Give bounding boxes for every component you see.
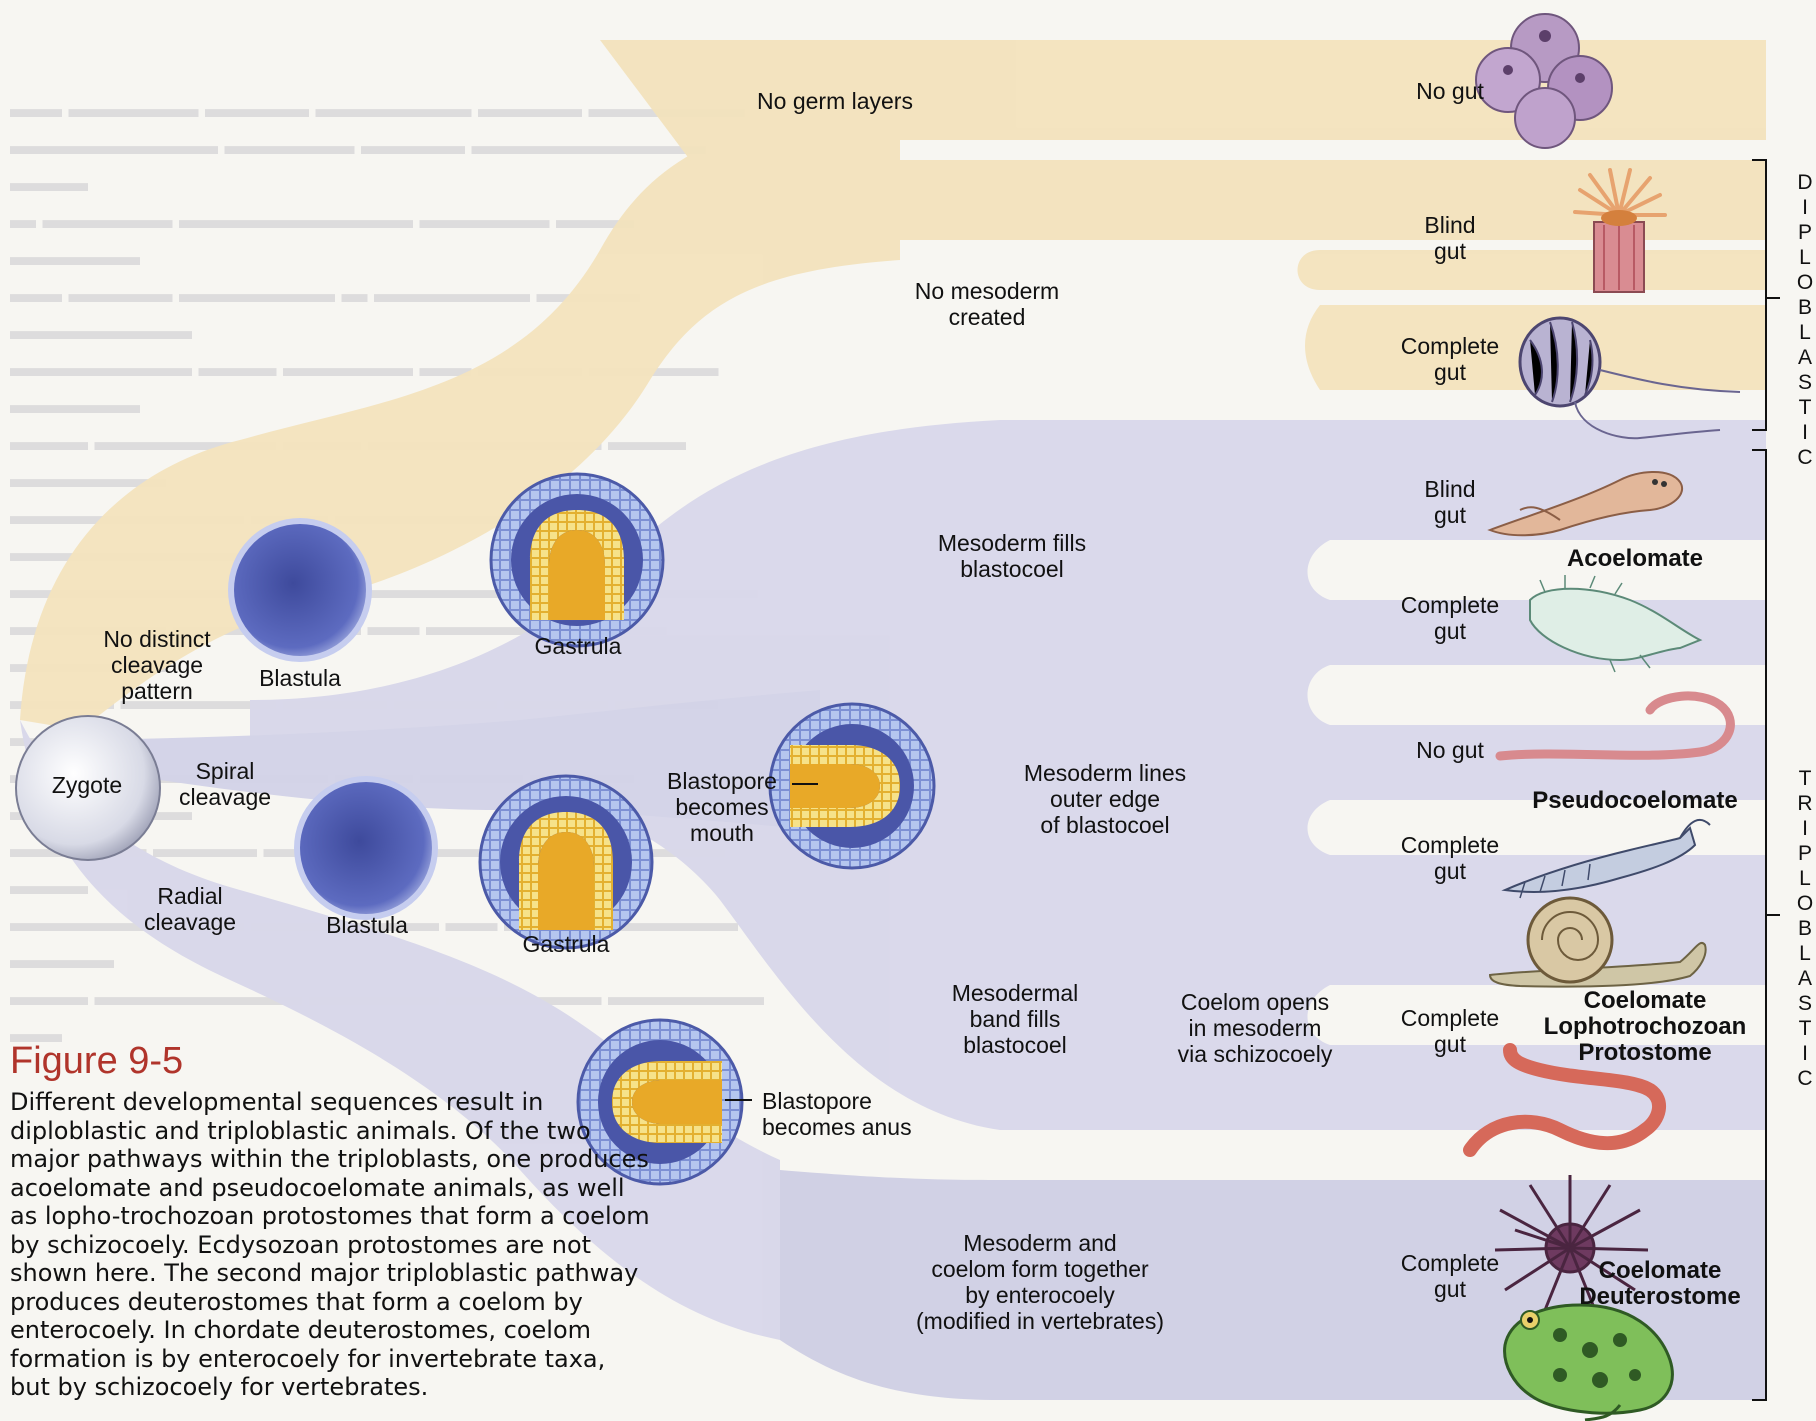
acoelomate-label: Acoelomate	[1540, 546, 1730, 572]
blastula-top-label: Blastula	[245, 665, 355, 691]
mouth-embryo	[770, 704, 934, 868]
blastopore-mouth-label: Blastopore becomes mouth	[652, 768, 792, 846]
zygote-label: Zygote	[42, 772, 132, 798]
coelomate-deuterostome-label: Coelomate Deuterostome	[1560, 1258, 1760, 1310]
blastula-bottom-embryo	[294, 776, 438, 920]
no-mesoderm-label: No mesoderm created	[902, 278, 1072, 330]
triploblastic-label: T R I P L O B L A S T I C	[1794, 766, 1816, 1091]
gut-label: No gut	[1380, 737, 1520, 763]
gut-label: Blind gut	[1380, 476, 1520, 528]
pseudocoelomate-label: Pseudocoelomate	[1510, 788, 1760, 814]
gut-label: Complete gut	[1380, 832, 1520, 884]
mesoderm-and-coelom-label: Mesoderm and coelom form together by ent…	[885, 1230, 1195, 1334]
gastrula-top-embryo	[491, 474, 663, 646]
gut-label: Complete gut	[1380, 1005, 1520, 1057]
gut-label: Complete gut	[1380, 1250, 1520, 1302]
blastula-bottom-label: Blastula	[312, 912, 422, 938]
diploblastic-label: D I P L O B L A S T I C	[1794, 170, 1816, 470]
gut-label: No gut	[1380, 78, 1520, 104]
no-germ-layers-label: No germ layers	[730, 88, 940, 114]
mesoderm-fills-label: Mesoderm fills blastocoel	[912, 530, 1112, 582]
spiral-cleavage-label: Spiral cleavage	[165, 758, 285, 810]
gut-label: Complete gut	[1380, 333, 1520, 385]
gastrula-top-label: Gastrula	[518, 633, 638, 659]
blastula-top-embryo	[228, 518, 372, 662]
coelomate-lophotrochozoan-protostome-label: Coelomate Lophotrochozoan Protostome	[1520, 988, 1770, 1066]
no-distinct-cleavage-label: No distinct cleavage pattern	[82, 626, 232, 704]
gastrula-bottom-label: Gastrula	[506, 931, 626, 957]
gut-label: Blind gut	[1380, 212, 1520, 264]
mesoderm-lines-label: Mesoderm lines outer edge of blastocoel	[1000, 760, 1210, 838]
figure-caption: Different developmental sequences result…	[10, 1088, 650, 1402]
gut-label: Complete gut	[1380, 592, 1520, 644]
coelom-opens-label: Coelom opens in mesoderm via schizocoely	[1150, 989, 1360, 1067]
gastrula-bottom-embryo	[480, 776, 652, 948]
blastopore-anus-label: Blastopore becomes anus	[762, 1088, 942, 1140]
figure-title: Figure 9-5	[10, 1040, 183, 1083]
radial-cleavage-label: Radial cleavage	[125, 883, 255, 935]
mesodermal-band-label: Mesodermal band fills blastocoel	[925, 980, 1105, 1058]
